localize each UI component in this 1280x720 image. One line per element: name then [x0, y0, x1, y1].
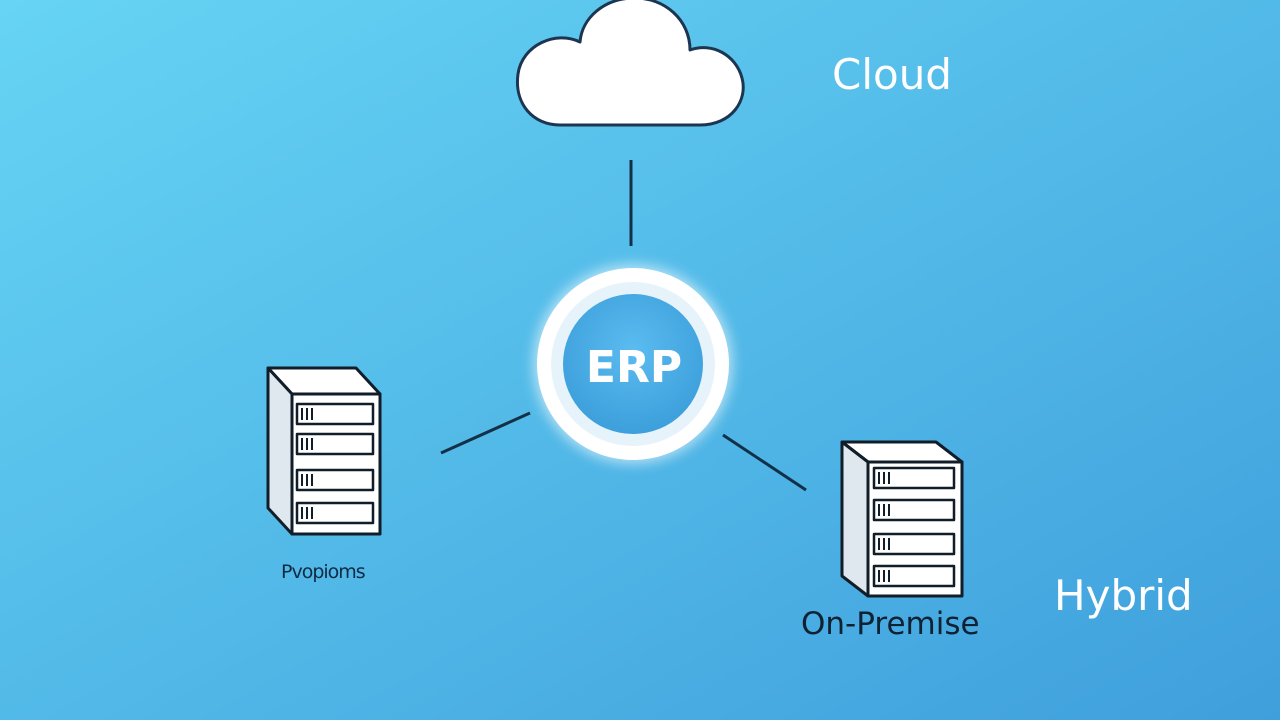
hybrid-label: Hybrid — [1054, 571, 1193, 620]
erp-hub-label: ERP — [585, 342, 683, 393]
left-server-label: Pvopioms — [281, 561, 366, 583]
connector-right-server — [722, 433, 807, 492]
server-icon-right — [840, 440, 964, 598]
server-icon-left — [266, 366, 382, 536]
cloud-label: Cloud — [832, 50, 952, 99]
erp-hub — [533, 264, 733, 464]
on-premise-label: On-Premise — [801, 606, 980, 642]
connector-left-server — [440, 411, 531, 455]
cloud-icon — [515, 0, 745, 127]
